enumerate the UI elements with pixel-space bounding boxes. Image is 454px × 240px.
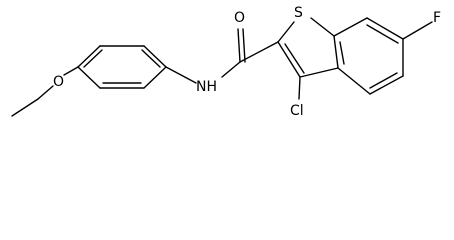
bond-c2-c3-inner: [284, 43, 305, 74]
bond-n-carbonyl: [221, 61, 241, 78]
atom-sulfur: S: [294, 5, 303, 21]
bond-c2-s: [277, 21, 295, 43]
bond-c6-f: [402, 21, 433, 40]
atom-carbonyl-oxygen: O: [234, 10, 245, 26]
bond-c3a-c7a: [333, 35, 339, 69]
molecule-diagram: O NH O S Cl F: [11, 5, 441, 119]
bond-c3-cl: [298, 76, 301, 100]
bond-ph-1-inner: [83, 49, 103, 68]
bond-o-phenyl: [63, 66, 79, 76]
bond-ethyl-ch2-o: [37, 85, 54, 100]
atom-chlorine: Cl: [290, 103, 304, 119]
bond-bz-5: [337, 67, 371, 95]
bond-bz-1: [333, 17, 368, 37]
bond-bz-2: [366, 17, 404, 40]
bond-c-o-2: [242, 28, 246, 63]
bond-ph-3: [143, 45, 167, 68]
bond-ph-3-inner: [141, 49, 161, 68]
bond-bz-4-inner: [369, 72, 398, 89]
bond-ph-4: [143, 66, 167, 89]
atom-ether-oxygen: O: [53, 74, 64, 90]
bond-c-o-1: [237, 28, 241, 63]
bond-bz-4: [369, 75, 404, 95]
bond-c3-c3a: [299, 67, 339, 78]
bond-carbonyl-c2: [239, 41, 279, 63]
bond-ph-1: [77, 45, 101, 68]
bond-c2-c3: [277, 41, 301, 78]
bond-bz-6-inner: [339, 41, 345, 65]
atom-nitrogen: NH: [196, 79, 217, 95]
bond-phenyl-n: [165, 66, 197, 84]
bond-bz-2-inner: [366, 24, 399, 44]
bond-ph-6: [77, 66, 101, 89]
bond-s-c7a: [310, 17, 335, 37]
atom-fluorine: F: [433, 10, 441, 26]
bond-ethyl-ch3-ch2: [11, 98, 39, 117]
